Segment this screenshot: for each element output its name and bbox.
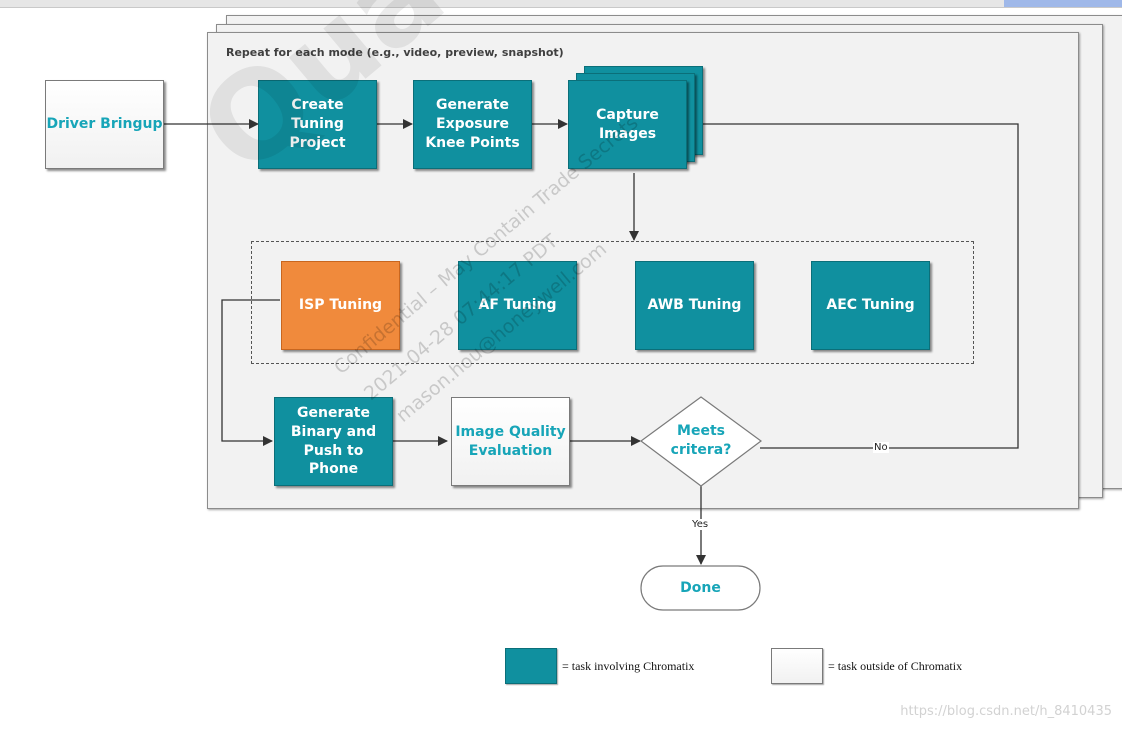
aec-tuning-label: AEC Tuning	[826, 297, 915, 314]
legend-outside-swatch	[771, 648, 823, 684]
capture-images-box: Capture Images	[568, 80, 687, 169]
edge-isp-to-binary	[221, 299, 280, 446]
meets-criteria-label-box: Meets critera?	[651, 416, 751, 466]
awb-tuning-label: AWB Tuning	[647, 297, 742, 314]
top-bar-accent	[1004, 0, 1122, 7]
done-label-box: Done	[641, 566, 760, 610]
panel-note: Repeat for each mode (e.g., video, previ…	[226, 46, 564, 59]
done-terminal-shape	[640, 565, 761, 611]
edge-decision-no-loop	[689, 119, 1019, 449]
legend-chromatix-swatch	[505, 648, 557, 684]
top-bar	[0, 0, 1122, 8]
decision-diamond-shape	[639, 396, 763, 487]
no-label: No	[873, 442, 889, 453]
driver-bringup-label: Driver Bringup	[46, 116, 163, 133]
done-label: Done	[680, 579, 721, 596]
awb-tuning-box: AWB Tuning	[635, 261, 754, 350]
aec-tuning-box: AEC Tuning	[811, 261, 930, 350]
isp-tuning-box: ISP Tuning	[281, 261, 400, 350]
iq-evaluation-box: Image Quality Evaluation	[451, 397, 570, 486]
capture-images-label: Capture Images	[596, 106, 659, 142]
af-tuning-label: AF Tuning	[478, 297, 557, 314]
tuning-group	[251, 241, 974, 364]
create-tuning-label: Create Tuning Project	[289, 97, 346, 151]
exposure-knee-label: Generate Exposure Knee Points	[425, 97, 520, 151]
legend-outside-text: = task outside of Chromatix	[828, 659, 963, 673]
yes-label: Yes	[691, 519, 710, 530]
create-tuning-box: Create Tuning Project	[258, 80, 377, 169]
credit-url: https://blog.csdn.net/h_8410435	[900, 704, 1112, 719]
isp-tuning-label: ISP Tuning	[298, 297, 383, 314]
generate-binary-box: Generate Binary and Push to Phone	[274, 397, 393, 486]
driver-bringup-box: Driver Bringup	[45, 80, 164, 169]
af-tuning-box: AF Tuning	[458, 261, 577, 350]
meets-criteria-label: Meets critera?	[670, 423, 732, 458]
iq-evaluation-label: Image Quality Evaluation	[455, 423, 566, 459]
legend-chromatix-text: = task involving Chromatix	[562, 659, 695, 673]
exposure-knee-box: Generate Exposure Knee Points	[413, 80, 532, 169]
generate-binary-label: Generate Binary and Push to Phone	[290, 404, 377, 478]
